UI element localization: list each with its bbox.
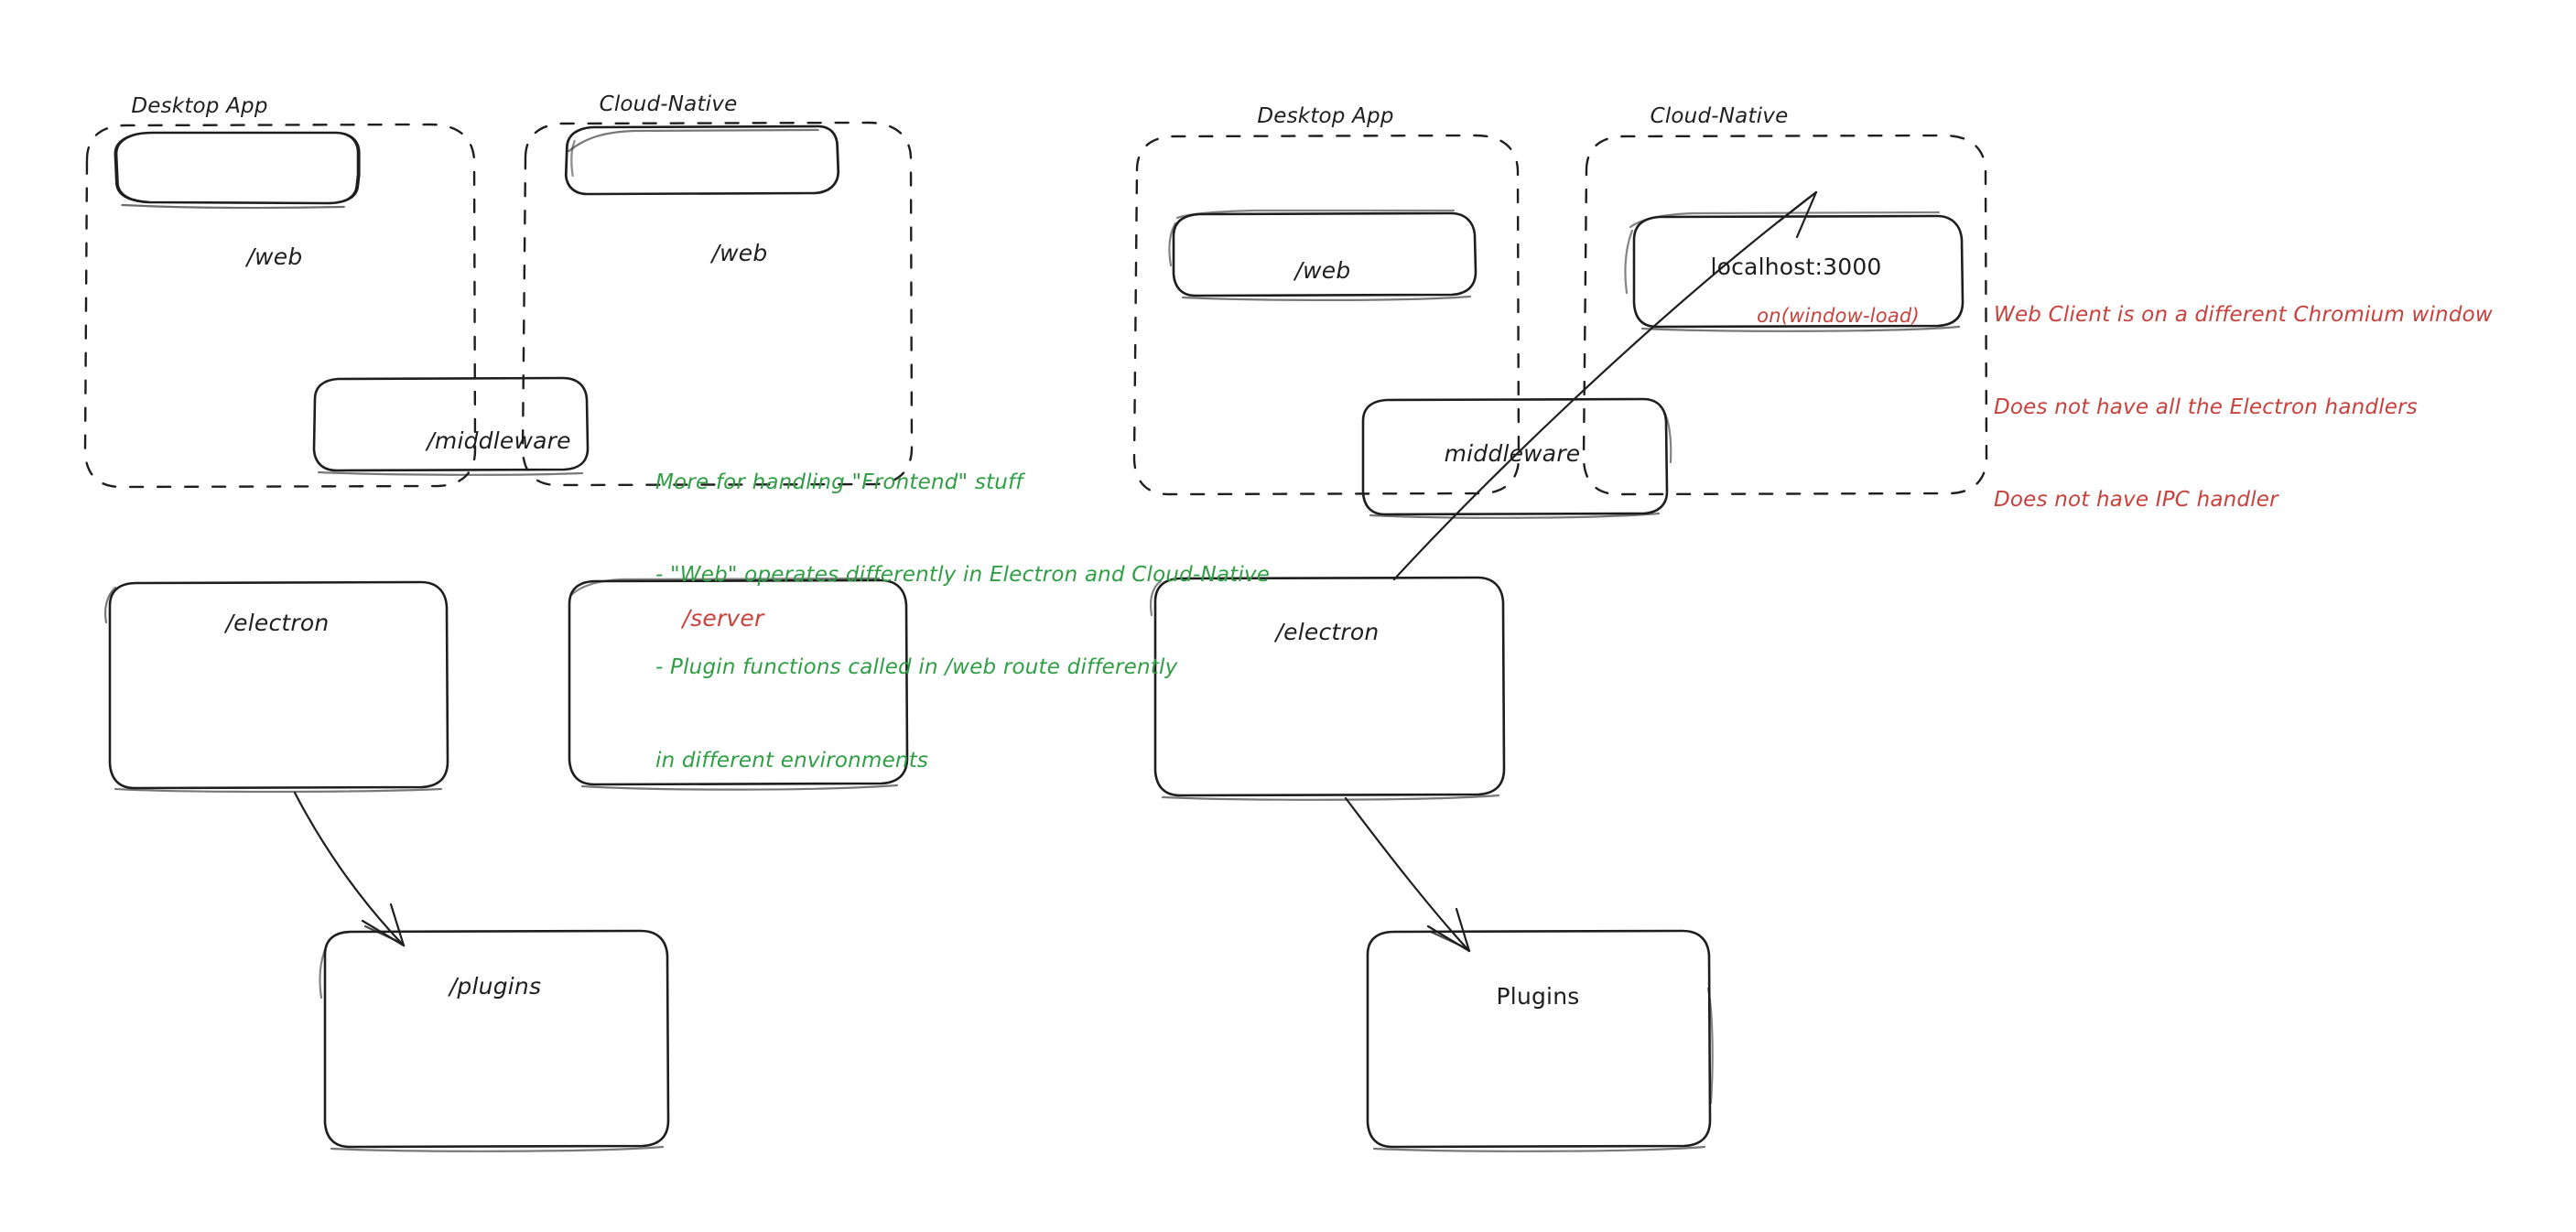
note-green-frontend: More for handling "Frontend" stuff - "We…	[655, 405, 1270, 838]
node-right-middleware	[1361, 397, 1672, 519]
node-right-desktop-web	[1168, 209, 1477, 301]
note-red-line-2: Does not have all the Electron handlers	[1994, 394, 2418, 419]
node-label-left-plugins: /plugins	[449, 973, 542, 1000]
node-right-localhost	[1624, 211, 1964, 332]
node-label-left-cloud-web: /web	[711, 240, 768, 267]
node-right-electron	[1149, 576, 1506, 801]
node-label-right-middleware: middleware	[1444, 440, 1581, 468]
node-label-left-desktop-web: /web	[246, 243, 303, 271]
group-title-cloud-native-left: Cloud-Native	[599, 92, 738, 116]
group-frame-desktop-app-right	[1132, 134, 1521, 496]
note-green-line-2: - "Web" operates differently in Electron…	[655, 562, 1271, 587]
note-red-line-3: Does not have IPC handler	[1994, 488, 2278, 513]
group-frame-cloud-native-right	[1582, 134, 1988, 496]
node-sublabel-right-localhost-on-window-load: on(window-load)	[1757, 304, 1920, 327]
node-right-plugins	[1366, 929, 1714, 1152]
node-label-right-electron: /electron	[1275, 619, 1380, 646]
node-left-middleware	[312, 376, 590, 476]
node-left-desktop-web	[114, 131, 361, 210]
note-red-web-client: Web Client is on a different Chromium wi…	[1994, 238, 2493, 578]
group-frame-desktop-app-left	[83, 123, 477, 489]
node-label-left-middleware: /middleware	[427, 427, 571, 455]
note-red-line-1: Web Client is on a different Chromium wi…	[1994, 302, 2493, 327]
node-label-right-desktop-web: /web	[1294, 257, 1351, 285]
node-left-server	[568, 577, 909, 791]
group-title-desktop-app-right: Desktop App	[1257, 103, 1394, 128]
group-frame-cloud-native-left	[521, 121, 914, 487]
group-title-cloud-native-right: Cloud-Native	[1650, 103, 1789, 128]
node-label-right-localhost: localhost:3000	[1710, 254, 1882, 281]
node-left-electron	[103, 580, 449, 794]
note-green-line-3: - Plugin functions called in /web route …	[655, 655, 1178, 680]
edge-right-electron-to-plugins	[1344, 796, 1471, 953]
edge-right-electron-to-localhost	[1392, 190, 1818, 581]
edge-left-electron-to-plugins	[293, 791, 406, 947]
node-label-left-electron: /electron	[225, 610, 330, 637]
note-green-line-4: in different environments	[655, 748, 929, 773]
node-left-cloud-web	[564, 124, 840, 196]
node-label-right-plugins: Plugins	[1496, 983, 1580, 1010]
node-label-left-server: /server	[682, 605, 764, 632]
group-title-desktop-app-left: Desktop App	[131, 93, 268, 118]
node-left-plugins	[319, 929, 670, 1152]
note-green-line-1: More for handling "Frontend" stuff	[655, 470, 1023, 494]
